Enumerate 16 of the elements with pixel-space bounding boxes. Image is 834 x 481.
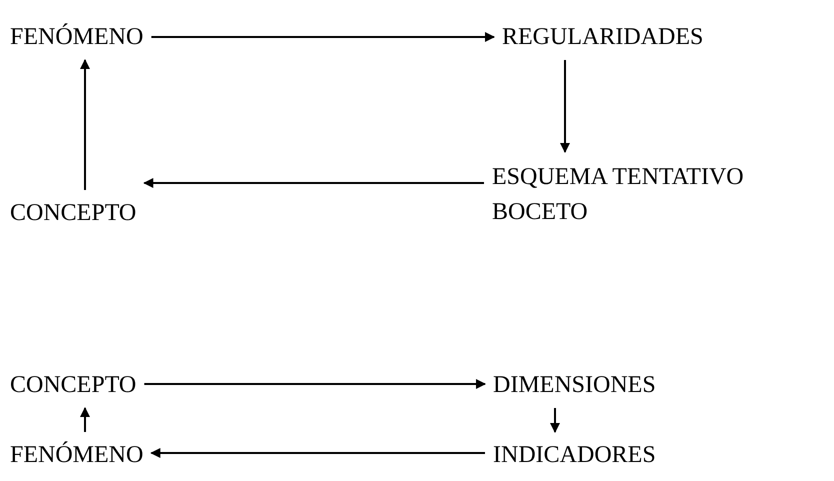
arrow (550, 408, 560, 433)
node-label: INDICADORES (493, 440, 703, 470)
arrow (80, 407, 90, 432)
arrow (151, 32, 495, 42)
node-label: FENÓMENO (10, 22, 190, 52)
arrow (560, 60, 570, 153)
node-label: ESQUEMA TENTATIVO BOCETO (492, 160, 832, 230)
arrow (144, 379, 486, 389)
arrow (150, 448, 485, 458)
arrow (143, 178, 484, 188)
node-label: CONCEPTO (10, 370, 180, 400)
arrow (80, 59, 90, 190)
node-label: CONCEPTO (10, 198, 180, 228)
node-label: FENÓMENO (10, 440, 190, 470)
node-label: DIMENSIONES (493, 370, 708, 400)
node-label: REGULARIDADES (502, 22, 766, 52)
